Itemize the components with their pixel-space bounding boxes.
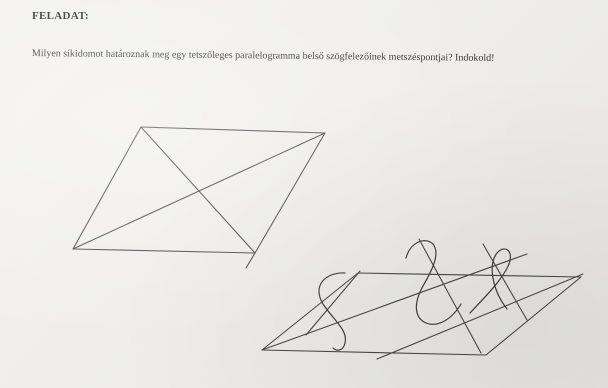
scribble-loop xyxy=(405,240,462,325)
pencil-scribbles xyxy=(318,240,511,351)
task-title: FELADAT: xyxy=(32,10,89,22)
parallelogram-sketch-1 xyxy=(72,126,326,269)
angle-bisector-line xyxy=(305,270,361,336)
scribble-loop xyxy=(318,272,347,351)
angle-bisector-line xyxy=(376,273,584,360)
scribble-loop xyxy=(469,248,511,314)
angle-bisector-line xyxy=(418,238,482,354)
angle-bisector-line xyxy=(482,243,528,321)
parallelogram-outline xyxy=(261,272,582,356)
parallelogram-outline xyxy=(72,126,326,254)
angle-bisector-line xyxy=(261,253,528,351)
parallelogram-diagonal xyxy=(140,126,256,254)
parallelogram-sketch-2 xyxy=(261,238,584,360)
extended-side-stroke xyxy=(245,252,256,269)
parallelogram-diagonal xyxy=(72,132,326,250)
